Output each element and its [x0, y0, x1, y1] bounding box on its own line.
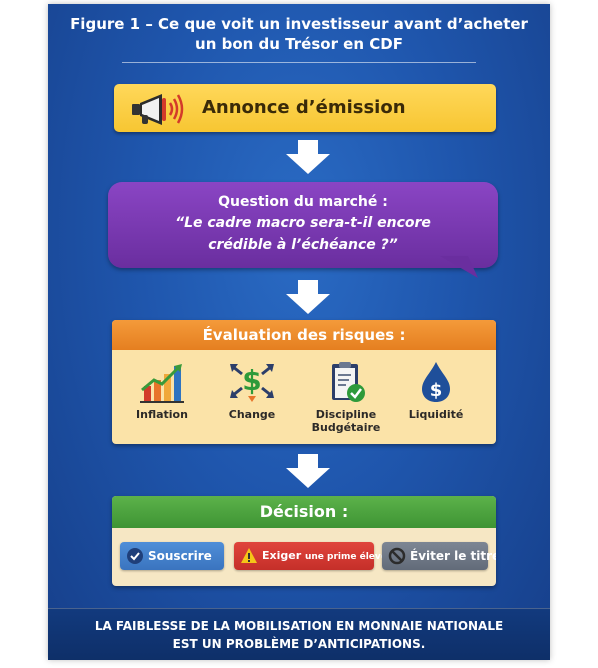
bar-chart-rising-icon	[140, 364, 184, 403]
announcement-box: Annonce d’émission	[114, 84, 496, 132]
svg-text:$: $	[242, 364, 261, 397]
risk-evaluation-title: Évaluation des risques :	[112, 320, 496, 350]
title-divider	[122, 62, 476, 63]
option-exiger-label: Exiger une prime élevée	[262, 542, 393, 571]
option-exiger-small: une prime élevée	[304, 552, 393, 562]
option-souscrire: Souscrire	[120, 542, 224, 570]
warning-icon	[241, 548, 257, 563]
option-exiger-prime: Exiger une prime élevée	[234, 542, 393, 570]
market-question-line2: crédible à l’échéance ?”	[208, 237, 398, 253]
risk-item-liquidite: $ Liquidité	[396, 360, 476, 421]
figure-title-line1: Figure 1 – Ce que voit un investisseur a…	[70, 15, 528, 33]
option-souscrire-label: Souscrire	[148, 549, 212, 563]
decision-box: Décision : Souscrire Exiger une prime él…	[112, 496, 496, 586]
footer-banner: LA FAIBLESSE DE LA MOBILISATION EN MONNA…	[48, 608, 550, 660]
footer-line1: LA FAIBLESSE DE LA MOBILISATION EN MONNA…	[94, 619, 504, 633]
market-question-box: Question du marché : “Le cadre macro ser…	[108, 182, 498, 268]
svg-text:$: $	[430, 380, 443, 401]
risk-label-change: Change	[228, 408, 276, 421]
footer-line2: EST UN PROBLÈME D’ANTICIPATIONS.	[172, 637, 426, 651]
flow-arrow-down-icon	[286, 454, 330, 488]
risk-label-discipline-line2: Budgétaire	[311, 421, 381, 434]
announcement-label: Annonce d’émission	[202, 97, 406, 118]
option-exiger-main: Exiger	[262, 549, 302, 562]
dollar-drop-icon: $	[422, 362, 450, 402]
speech-bubble-tail	[440, 256, 478, 278]
decision-title: Décision :	[112, 496, 496, 528]
option-eviter-titre: Éviter le titre	[382, 542, 496, 570]
risk-item-change: $ Change	[212, 360, 292, 421]
risk-item-discipline: Discipline Budgétaire	[306, 360, 386, 434]
risk-label-inflation: Inflation	[136, 408, 188, 421]
figure-title: Figure 1 – Ce que voit un investisseur a…	[48, 14, 550, 54]
flow-arrow-down-icon	[286, 280, 330, 314]
risk-evaluation-box: Évaluation des risques : Inflation $	[112, 320, 496, 444]
option-eviter-label: Éviter le titre	[410, 549, 496, 563]
risk-label-liquidite: Liquidité	[408, 408, 464, 421]
risk-item-inflation: Inflation	[122, 360, 202, 421]
clipboard-check-icon	[332, 362, 365, 402]
figure-title-line2: un bon du Trésor en CDF	[195, 35, 403, 53]
megaphone-icon	[132, 94, 184, 125]
risk-label-discipline: Discipline Budgétaire	[306, 408, 386, 434]
prohibited-icon	[388, 547, 406, 565]
flow-arrow-down-icon	[286, 140, 330, 174]
market-question-line1: “Le cadre macro sera-t-il encore	[175, 215, 431, 231]
check-circle-icon	[127, 548, 143, 564]
figure-poster: Figure 1 – Ce que voit un investisseur a…	[48, 4, 550, 660]
dollar-arrows-icon: $	[230, 364, 274, 402]
risk-label-discipline-line1: Discipline	[315, 408, 377, 421]
market-question-title: Question du marché :	[218, 194, 388, 210]
